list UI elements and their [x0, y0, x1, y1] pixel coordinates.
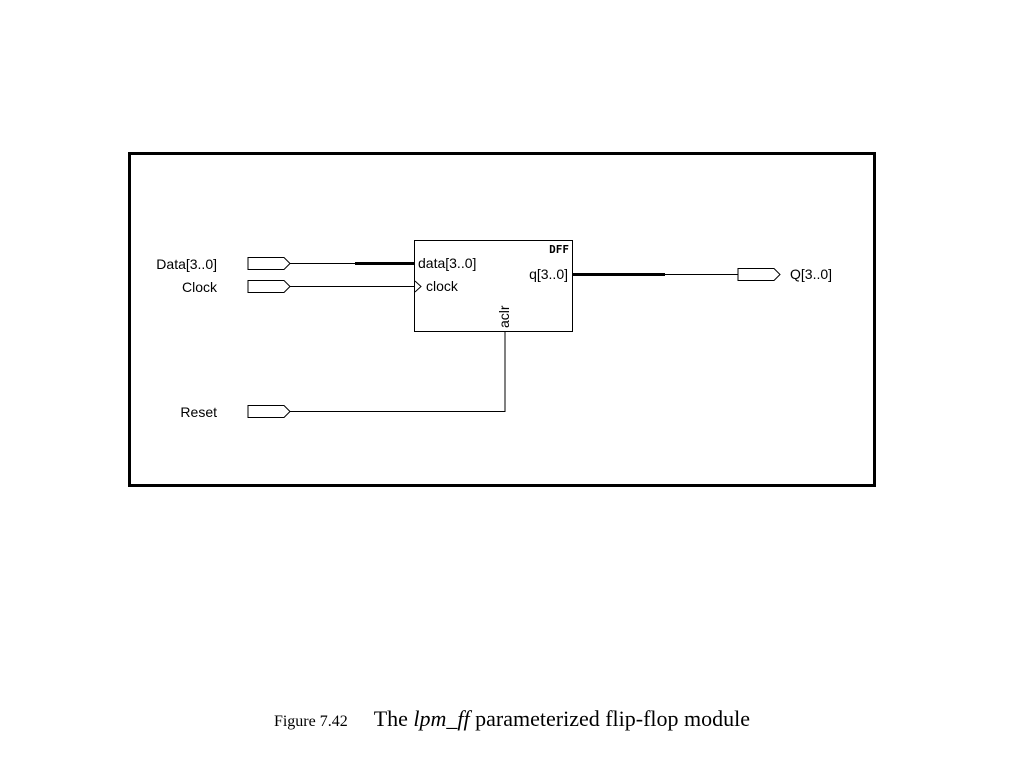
caption-module-name: lpm_ff: [413, 706, 470, 731]
caption-prefix: The: [373, 706, 414, 731]
figure-caption: Figure 7.42 The lpm_ff parameterized flip…: [0, 706, 1024, 732]
port-data-label: data[3..0]: [418, 255, 476, 271]
dff-type-label: DFF: [549, 243, 569, 256]
data-input-label: Data[3..0]: [156, 256, 217, 272]
reset-input-pin: [247, 405, 291, 418]
clock-edge-icon: [414, 280, 422, 293]
dff-block: [414, 240, 573, 332]
data-input-pin: [247, 257, 291, 270]
port-aclr-label: aclr: [496, 305, 512, 328]
q-output-label: Q[3..0]: [790, 266, 832, 282]
reset-input-label: Reset: [180, 404, 217, 420]
caption-suffix: parameterized flip-flop module: [469, 706, 751, 731]
port-clock-label: clock: [426, 278, 459, 294]
q-output-pin: [737, 268, 781, 281]
figure-number: Figure 7.42: [273, 713, 348, 730]
port-q-label: q[3..0]: [529, 266, 568, 282]
diagram-frame: Data[3..0] Clock Reset DFF data[3..0] cl…: [128, 152, 876, 487]
schematic: Data[3..0] Clock Reset DFF data[3..0] cl…: [156, 240, 832, 420]
reset-wire: [290, 332, 506, 412]
clock-input-label: Clock: [182, 279, 218, 295]
clock-input-pin: [247, 280, 291, 293]
